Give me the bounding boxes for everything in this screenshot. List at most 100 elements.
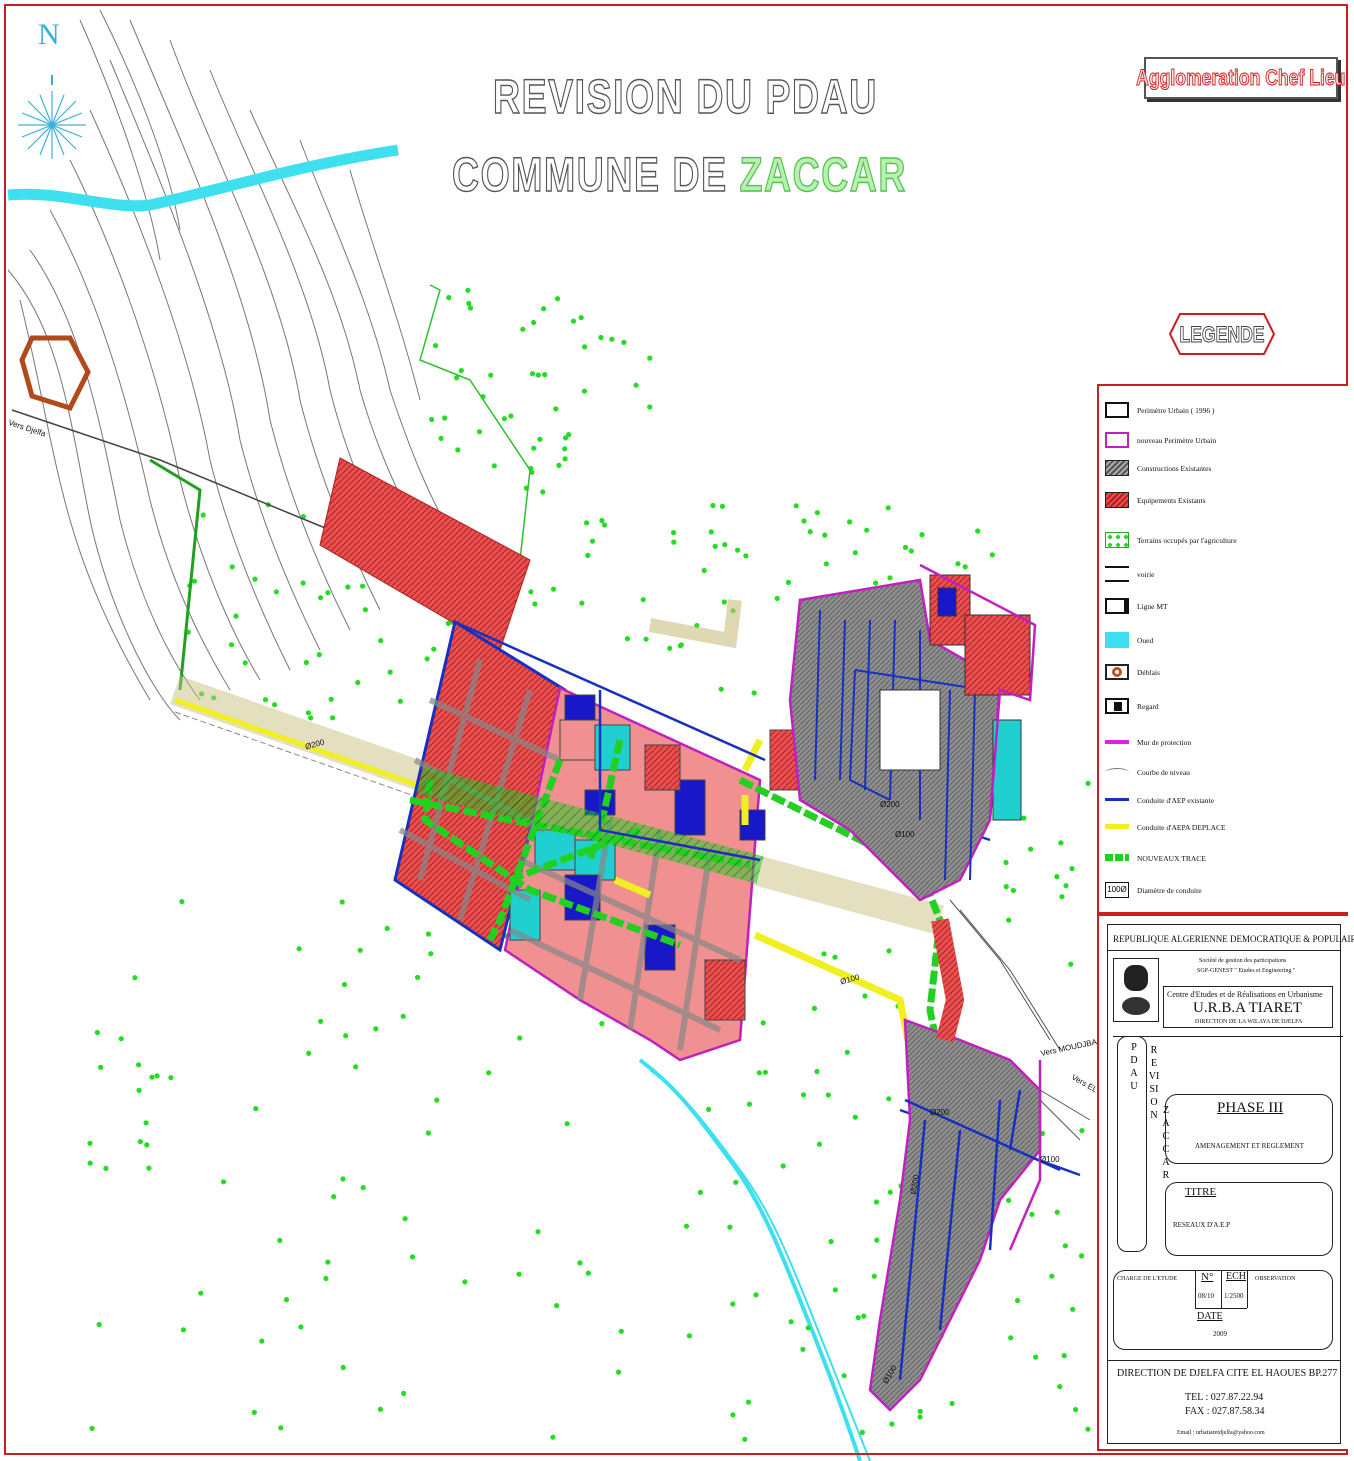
agri-dot [343,1033,349,1039]
agri-dot [1069,866,1075,872]
direction-wilaya: DIRECTION DE LA WILAYA DE DJELFA [1195,1019,1303,1025]
agri-dot [949,1400,955,1407]
agri-dot [1054,1209,1060,1215]
agri-dot [908,548,914,554]
agri-dot [328,696,334,702]
agri-dot [438,435,444,441]
legend-swatch-aep-existante [1105,792,1129,808]
agri-dot [708,529,714,535]
agri-dot [1062,1243,1068,1249]
agri-dot [735,547,741,553]
legend-badge-label: LEGENDE [1179,322,1265,348]
agri-dot [298,1324,304,1330]
vertical-pdau: PDAU [1130,1042,1138,1092]
agri-dot [832,954,838,960]
agri-dot [871,1273,877,1279]
agri-dot [807,529,813,535]
agglomeration-label: Agglomeration Chef Lieu [1136,65,1346,91]
agri-dot [323,1275,329,1282]
agri-dot [886,948,892,954]
agri-dot [570,318,577,324]
contour-lines [7,9,461,721]
agri-dot [566,432,572,438]
legend-item: Oued [1105,630,1153,650]
agri-dot [887,575,893,581]
agri-dot [146,1165,152,1171]
legend-item: Equipements Existants [1105,490,1206,510]
agri-dot [1028,846,1034,852]
phase-box [1165,1094,1333,1164]
agri-dot [621,339,627,345]
agri-dot [886,1096,892,1102]
agri-dot [889,1421,895,1427]
agri-dot [89,1425,95,1431]
agri-dot [253,1106,259,1112]
agriculture-dots [87,287,1091,1442]
deblais-polygon [19,335,91,412]
agri-dot [143,1120,149,1126]
phase-label: PHASE III [1217,1100,1284,1116]
agri-dot [821,951,827,957]
agri-dot [229,564,235,570]
agri-dot [800,1346,806,1352]
agri-dot [1003,884,1009,890]
agri-dot [801,518,807,524]
agri-perimeter-north [419,284,531,561]
agri-dot [434,1097,440,1103]
agri-dot [458,368,464,374]
agri-dot [742,1436,748,1442]
agri-dot [727,1224,733,1230]
agri-dot [228,642,235,648]
north-label: N [38,18,60,51]
agri-dot [788,1319,794,1325]
agri-dot [832,1287,838,1293]
agri-dot [486,1070,492,1076]
agri-dot [273,589,279,595]
legend-item: nouveau Perimètre Urbain [1105,430,1216,450]
agri-dot [862,993,868,999]
agri-dot [793,503,799,509]
agri-dot [501,416,507,422]
agri-dot [98,1064,104,1070]
agri-dot [1085,1426,1091,1432]
agri-dot [1010,887,1017,894]
agri-dot [760,1020,766,1026]
agri-dot [220,1179,227,1185]
agri-dot [581,388,588,394]
agri-dot [425,1130,431,1136]
agri-dot [259,1338,265,1344]
agri-dot [852,1114,858,1120]
agri-dot [1014,1297,1021,1304]
legend-item: Ligne MT [1105,596,1168,616]
title-block: REPUBLIQUE ALGERIENNE DEMOCRATIQUE & POP… [1097,914,1354,1451]
legend-swatch-nouveaux-trace [1105,850,1129,866]
agri-dot [136,1087,142,1093]
agri-dot [400,1013,406,1019]
agri-dot [721,599,727,605]
legend-swatch-mur [1105,734,1129,750]
agri-dot [814,1068,820,1075]
agri-dot [873,1199,880,1205]
agri-dot [1029,1211,1035,1217]
legend-swatch-new-perimeter [1105,432,1129,448]
agri-dot [751,690,757,696]
river-oued-north [7,144,399,212]
vertical-revision: REVISION [1148,1045,1160,1121]
agri-dot [874,1237,880,1243]
agri-dot [535,372,541,378]
agri-dot [242,660,248,666]
label-diameter-3: Ø200 [880,800,900,809]
legend-item: NOUVEAUX TRACE [1105,848,1206,868]
legend-item: Conduite d'AEP existante [1105,790,1214,810]
agri-dot [578,315,584,321]
agri-dot [362,607,368,613]
legend-swatch-deblais [1105,664,1129,680]
agri-dot [535,1229,541,1235]
agri-dot [429,416,435,423]
agri-dot [283,1297,290,1303]
legend-swatch-constructions [1105,460,1129,476]
agri-dot [1079,1128,1085,1134]
agri-dot [137,1139,143,1145]
agri-dot [1070,1306,1076,1312]
